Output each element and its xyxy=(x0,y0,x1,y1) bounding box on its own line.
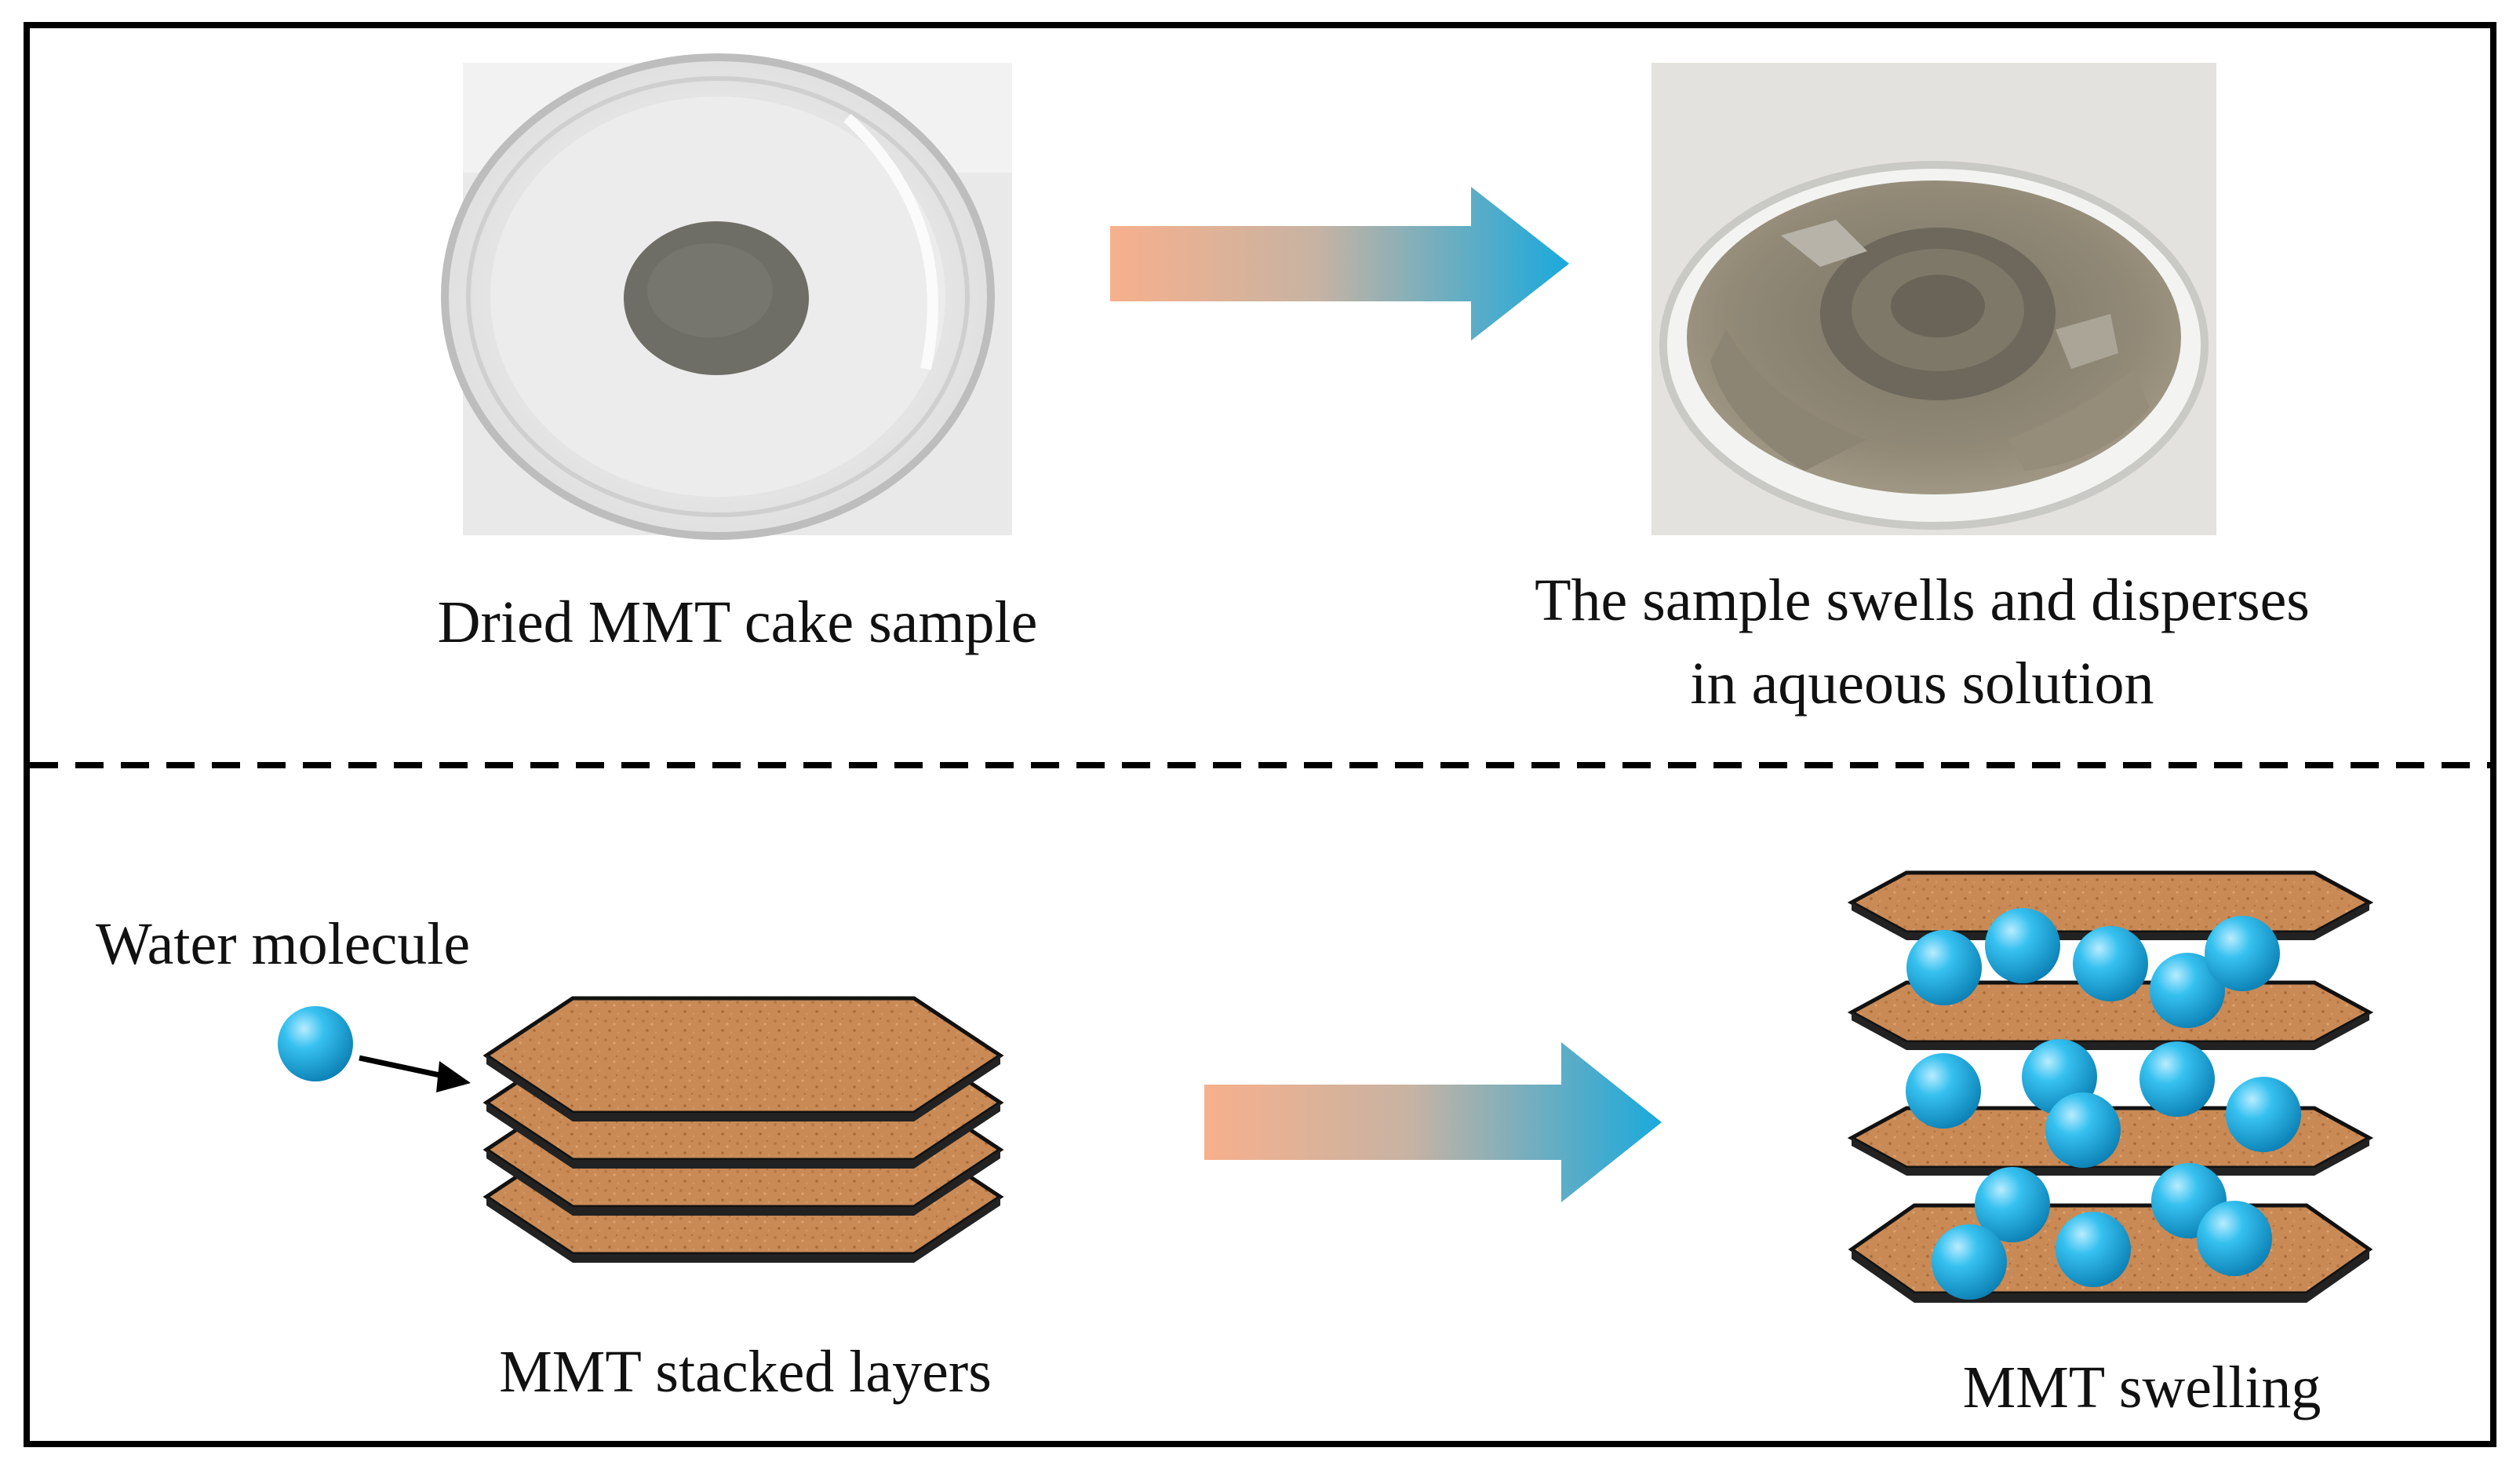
water-molecule-icon xyxy=(1932,1224,2007,1300)
water-molecule-icon xyxy=(2205,916,2280,991)
dish-photo-dry-icon xyxy=(441,53,1012,540)
stacked-layers-caption: MMT stacked layers xyxy=(499,1339,992,1405)
outer-frame xyxy=(24,22,2496,1447)
water-molecule-icon xyxy=(2073,926,2148,1001)
bottom-gradient-arrow-icon xyxy=(1204,1042,1662,1202)
top-gradient-arrow-icon xyxy=(1110,187,1569,341)
water-molecule-icon xyxy=(2045,1092,2121,1168)
dried-sample-caption: Dried MMT cake sample xyxy=(437,589,1038,655)
water-molecule-icon xyxy=(1906,1053,1981,1129)
intercalated-water-molecules xyxy=(1906,908,2301,1300)
water-molecule-icon xyxy=(278,1006,353,1081)
water-molecule-icon xyxy=(1906,930,1982,1005)
stacked-clay-layers-icon xyxy=(483,996,1004,1263)
water-molecule-label: Water molecule xyxy=(96,911,471,977)
swelling-caption: MMT swelling xyxy=(1962,1355,2322,1420)
pointer-arrow-icon xyxy=(359,1055,471,1092)
water-molecule-icon xyxy=(2056,1212,2131,1287)
water-molecule-icon xyxy=(1975,1167,2050,1242)
water-molecule-icon xyxy=(2139,1041,2215,1117)
water-molecule-icon xyxy=(2197,1201,2272,1276)
swollen-sample-caption-line-2: in aqueous solution xyxy=(1690,651,2154,717)
dish-photo-swollen-icon xyxy=(1651,63,2216,535)
swollen-sample-caption-line-1: The sample swells and disperses xyxy=(1535,567,2310,633)
water-molecule-icon xyxy=(2150,953,2225,1028)
water-molecule-icon xyxy=(1985,908,2060,983)
water-molecule-icon xyxy=(2226,1077,2301,1152)
